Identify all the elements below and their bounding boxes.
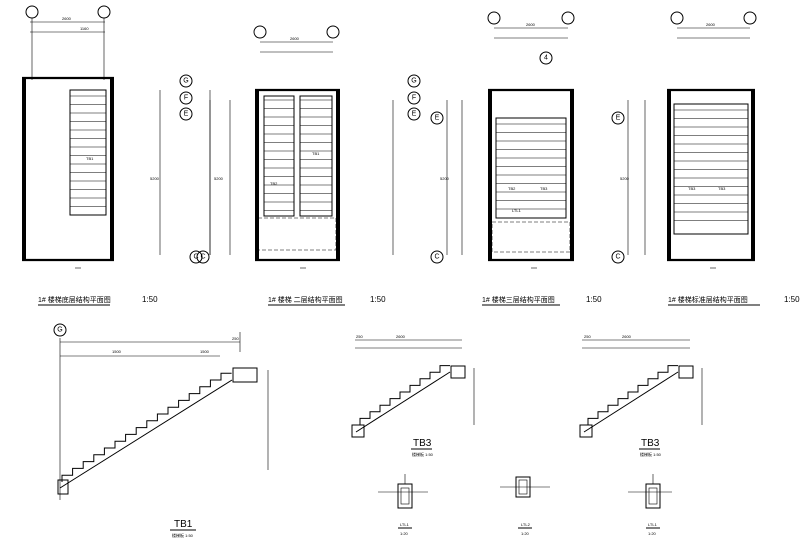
plan-title-3: 1# 楼梯三层结构平面图 [482,295,555,304]
beam-1-name: LTL1 [400,522,410,527]
plan-1: 2600 1160 TB1 5200 G F E C [22,5,211,269]
stair-profile [359,365,450,425]
plan-scale-4: 1:50 [784,295,800,304]
dim-2600-p2: 2600 [290,36,300,41]
section-tb3b-name: TB3 [641,438,660,449]
dim-250-s3b: 250 [584,334,591,339]
axis-c-label-p2: C [200,254,205,261]
label-tb1: TB1 [86,156,94,161]
axis-bubble [25,5,39,19]
stair-profile [587,365,678,425]
dim-5200-p3: 5200 [440,176,450,181]
dim-1500b-s1: 1500 [200,349,210,354]
axis-g-label-p2: G [411,78,416,85]
label-tb1-p2: TB1 [312,151,320,156]
label-tb3-p4: TB3 [688,186,696,191]
axis-e-label-p3: E [435,115,440,122]
axis-c-label: C [193,254,198,261]
plan-title-1: 1# 楼梯底层结构平面图 [38,295,111,304]
dim-5200-p2: 5200 [214,176,224,181]
dim-2600-s3b: 2600 [622,334,632,339]
label-tb3b-p4: TB3 [718,186,726,191]
label-tb2: TB2 [270,181,278,186]
label-ltl1-p3: LTL1 [512,208,522,213]
section-tb3b-sub: 楼梯板 1:50 [640,451,662,457]
plan-3: 2600 4 TB2 TB3 LTL1 5200 E C [430,11,575,269]
beam-detail-2: LTL2 1:20 [500,476,550,536]
plan-title-4: 1# 楼梯标准层结构平面图 [668,295,748,304]
beam-detail-1: LTL1 1:20 [378,474,428,536]
plan-title-2: 1# 楼梯 二层结构平面图 [268,295,343,304]
plan-scale-1: 1:50 [142,295,158,304]
plan-2: 2600 TB2 TB1 5200 G F E C [196,25,421,269]
axis-f-label-p2: F [412,95,416,102]
axis-4-label: 4 [544,55,548,62]
axis-c-label-p3: C [434,254,439,261]
axis-g-label: G [183,78,188,85]
stair-profile [61,372,232,482]
axis-e-label-p2: E [412,111,417,118]
section-tb3a-sub: 楼梯板 1:50 [412,451,434,457]
dim-250-s1: 250 [232,336,239,341]
axis-f-label: F [184,95,188,102]
label-tb3-p3: TB3 [540,186,548,191]
plan-scale-3: 1:50 [586,295,602,304]
plan-titles: 1# 楼梯底层结构平面图 1:50 1# 楼梯 二层结构平面图 1:50 1# … [38,295,800,306]
axis-bubble [97,5,111,19]
section-tb3-b: 2600 250 TB3 楼梯板 1:50 [579,334,703,457]
dim-2600-s3a: 2600 [396,334,406,339]
plan-scale-2: 1:50 [370,295,386,304]
wall [22,78,26,260]
beam-3-name: LTL1 [648,522,658,527]
dim-5200-p1: 5200 [150,176,160,181]
label-tb2-p3: TB2 [508,186,516,191]
axis-e-label: E [184,111,189,118]
axis-e-label-p4: E [616,115,621,122]
dim-2600-p1: 2600 [62,16,72,21]
beam-3-sub: 1:20 [648,531,657,536]
section-tb1: G 1500 1500 250 TB1 楼梯板 1:50 [53,323,269,538]
beam-1-sub: 1:20 [400,531,409,536]
section-tb3a-name: TB3 [413,438,432,449]
beam-2-name: LTL2 [521,522,531,527]
dim-2600-p4: 2600 [706,22,716,27]
section-tb1-sub: 楼梯板 1:50 [172,532,194,538]
wall [110,78,114,260]
dim-250-s3a: 250 [356,334,363,339]
section-tb3-a: 2600 250 TB3 楼梯板 1:50 [351,334,475,457]
dim-2600-p3: 2600 [526,22,536,27]
section-tb1-name: TB1 [174,519,193,530]
plan-4: 2600 TB3 TB3 5200 E C [611,11,757,269]
flight [69,89,107,216]
dim-1500-s1: 1500 [112,349,122,354]
dim-1160-p1: 1160 [80,26,89,31]
axis-g-label-s1: G [57,327,62,334]
beam-detail-3: LTL1 1:20 [628,474,672,536]
dim-5200-p4: 5200 [620,176,630,181]
beam-2-sub: 1:20 [521,531,530,536]
axis-c-label-p4: C [615,254,620,261]
